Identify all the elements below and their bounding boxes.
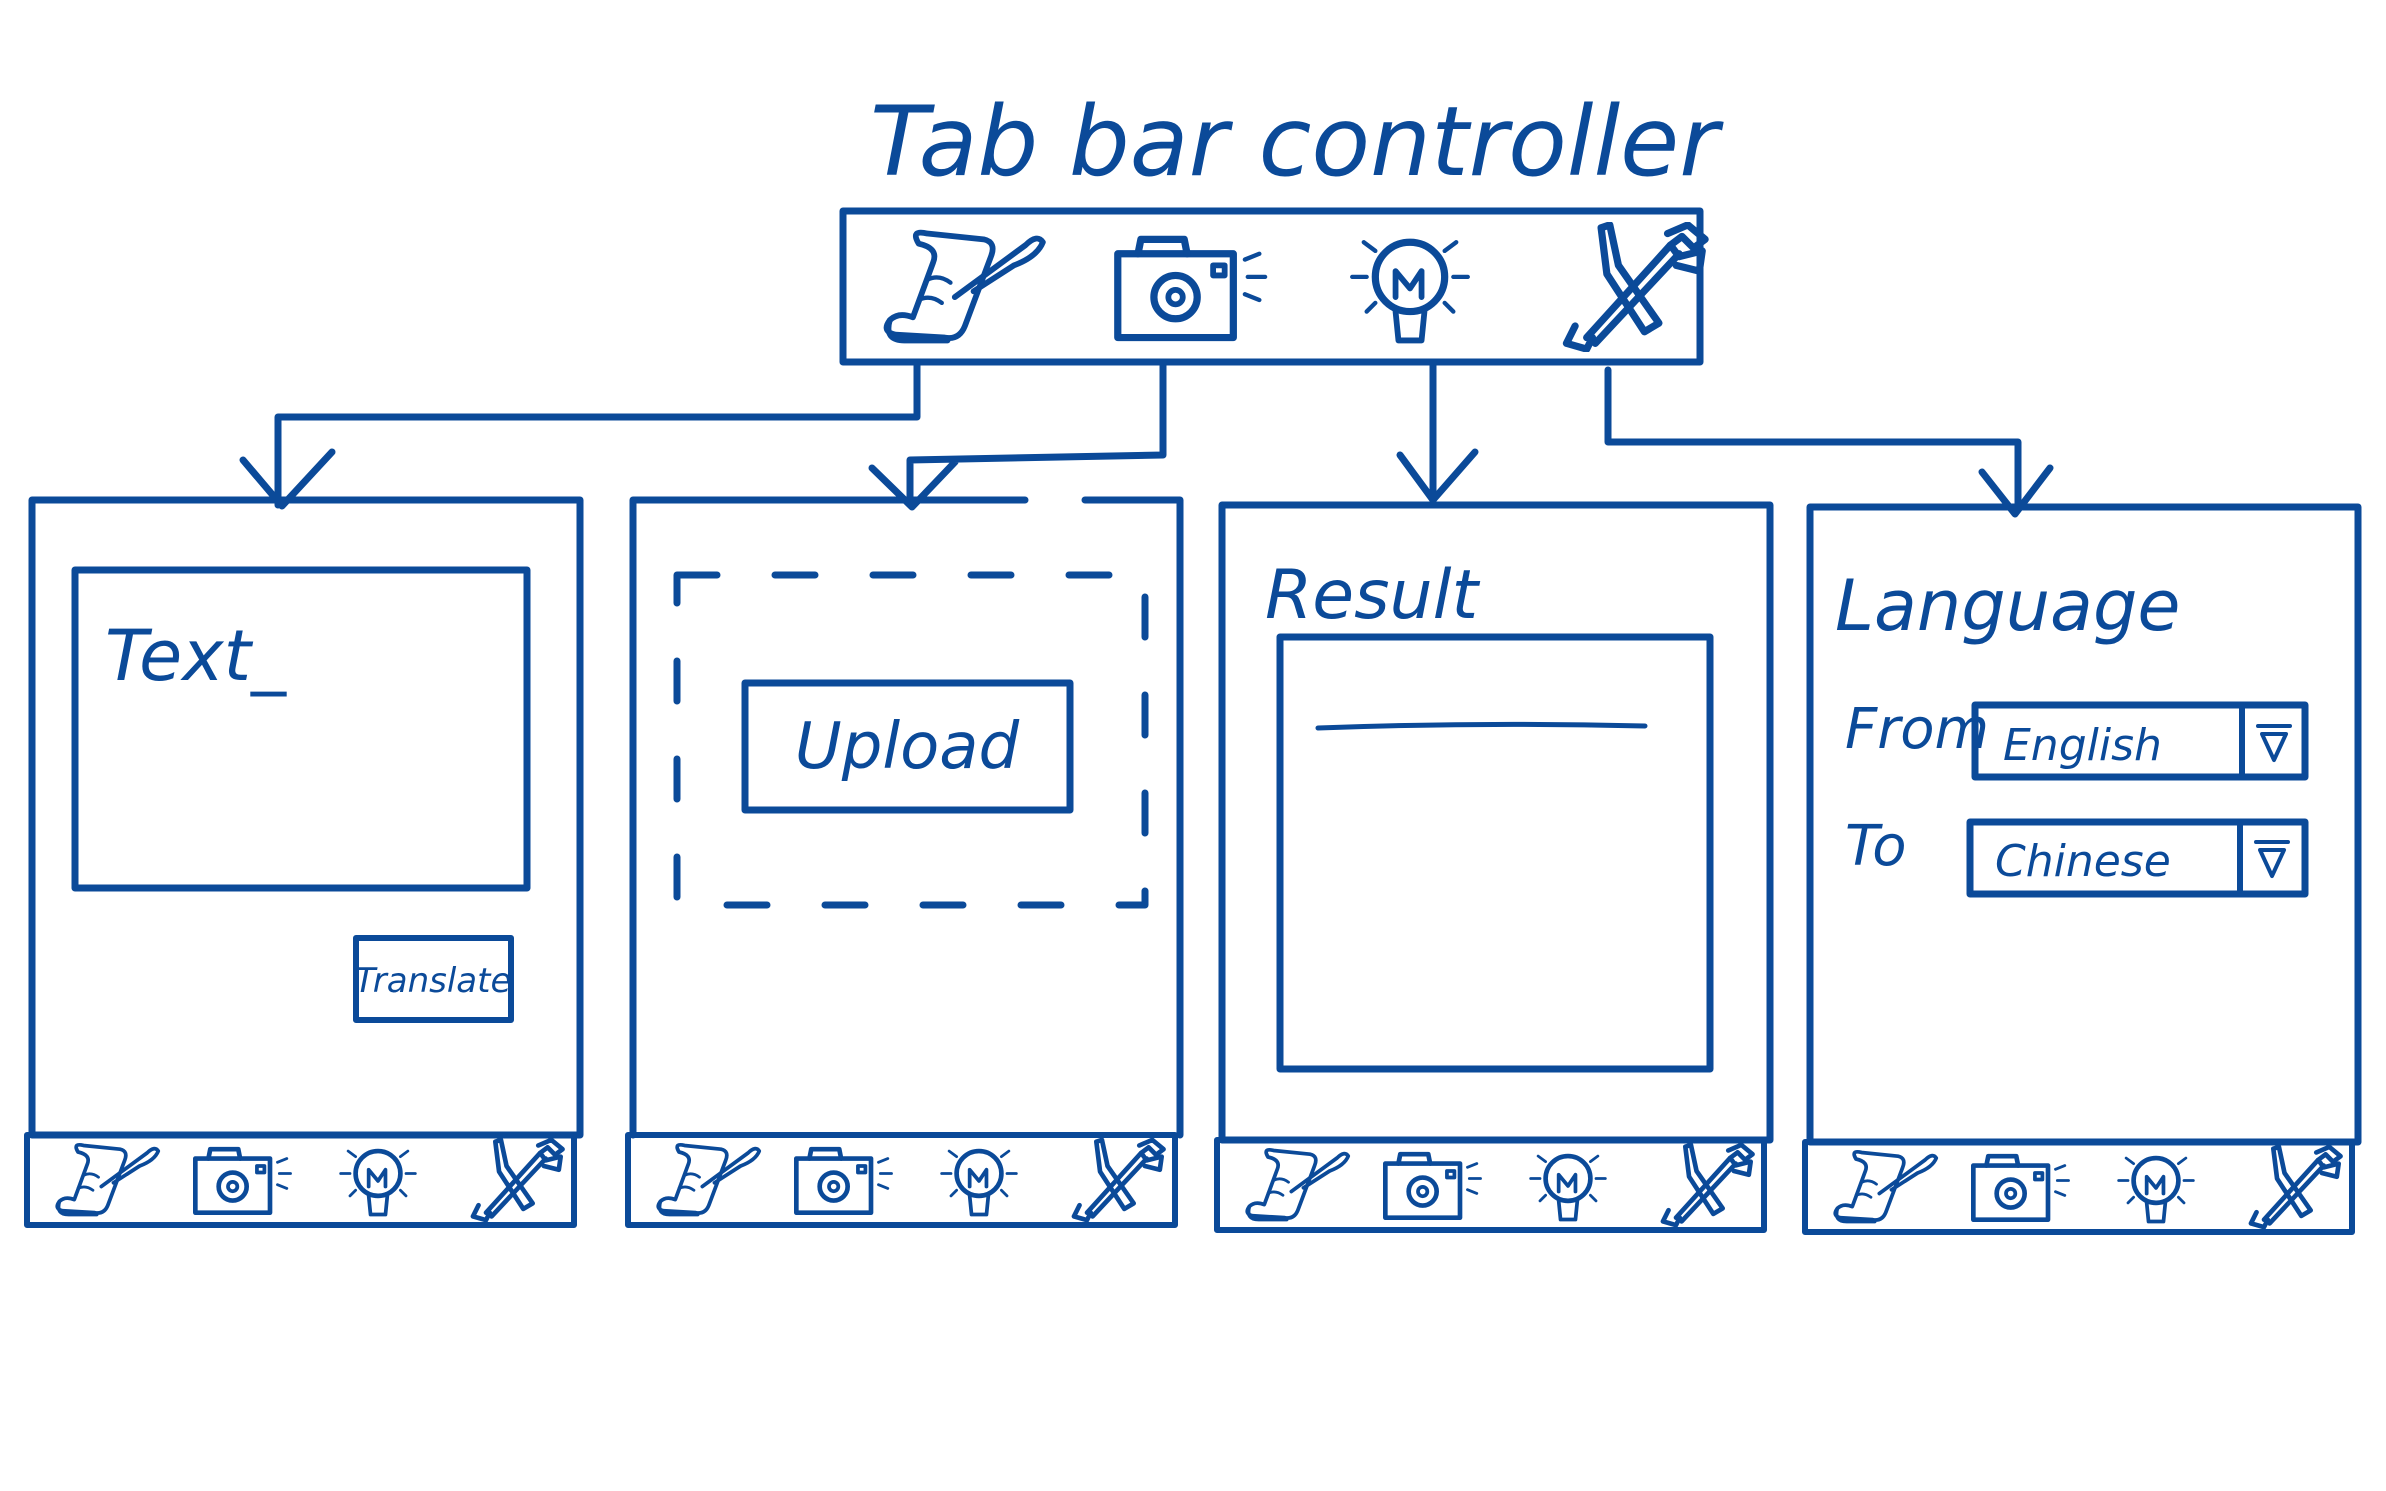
tab-bar-controller (839, 207, 1705, 366)
connector-arrows (239, 358, 2054, 518)
chevron-down-icon (2256, 724, 2292, 762)
arrow-to-text-screen (239, 358, 921, 510)
tab-tools-icon[interactable] (1663, 1145, 1753, 1225)
tab-camera-icon[interactable] (1385, 1154, 1480, 1217)
upload-button-label: Upload (795, 710, 1020, 784)
diagram-title: Tab bar controller (870, 86, 1724, 198)
result-heading: Result (1265, 556, 1481, 635)
tab-controller-lightbulb-icon[interactable] (1352, 242, 1468, 340)
from-label: From (1845, 697, 1989, 762)
tab-bar-upload-screen (625, 1132, 1178, 1228)
tab-lightbulb-icon[interactable] (2119, 1158, 2194, 1221)
tab-camera-icon[interactable] (195, 1149, 290, 1212)
tab-tools-icon[interactable] (2251, 1147, 2341, 1227)
to-language-select[interactable]: Chinese (1966, 818, 2309, 898)
result-output-box (1276, 633, 1714, 1073)
screen-language: Language From English To Chinese (1802, 503, 2362, 1235)
tab-camera-icon[interactable] (1973, 1156, 2068, 1219)
tab-scroll-quill-icon[interactable] (1833, 1149, 1939, 1224)
arrow-to-upload-screen (868, 358, 1167, 511)
tab-controller-tools-icon[interactable] (1566, 225, 1705, 349)
tab-lightbulb-icon[interactable] (341, 1151, 416, 1214)
tab-tools-icon[interactable] (1074, 1140, 1164, 1220)
screen-upload: Upload (625, 496, 1184, 1228)
to-label: To (1845, 814, 1907, 879)
arrow-to-language-screen (1604, 366, 2054, 518)
from-language-value: English (2003, 720, 2162, 771)
language-heading: Language (1835, 565, 2180, 647)
tab-lightbulb-icon[interactable] (942, 1151, 1017, 1214)
tab-scroll-quill-icon[interactable] (656, 1142, 762, 1217)
tab-bar-language-screen (1802, 1139, 2355, 1235)
tab-tools-icon[interactable] (473, 1140, 563, 1220)
tab-controller-scroll-quill-icon[interactable] (887, 233, 1043, 341)
translate-button[interactable] (353, 935, 514, 1023)
result-text-line (1315, 721, 1648, 731)
screen-result: Result (1214, 501, 1774, 1233)
arrow-to-result-screen (1396, 358, 1479, 504)
tab-controller-camera-icon[interactable] (1118, 239, 1265, 337)
translate-button-label: Translate (355, 961, 512, 1001)
tab-scroll-quill-icon[interactable] (55, 1142, 161, 1217)
screen-text: Text_ Translate (24, 496, 584, 1228)
text-input-area[interactable] (71, 566, 531, 892)
upload-drop-zone[interactable] (673, 571, 1149, 909)
tab-lightbulb-icon[interactable] (1531, 1156, 1606, 1219)
text-input-value: Text_ (105, 615, 287, 697)
tab-bar-text-screen (24, 1132, 577, 1228)
from-language-select[interactable]: English (1971, 701, 2309, 781)
upload-button[interactable] (741, 679, 1074, 814)
chevron-down-icon (2254, 840, 2290, 878)
tab-scroll-quill-icon[interactable] (1245, 1147, 1351, 1222)
tab-camera-icon[interactable] (796, 1149, 891, 1212)
tab-bar-result-screen (1214, 1137, 1767, 1233)
to-language-value: Chinese (1995, 836, 2171, 887)
